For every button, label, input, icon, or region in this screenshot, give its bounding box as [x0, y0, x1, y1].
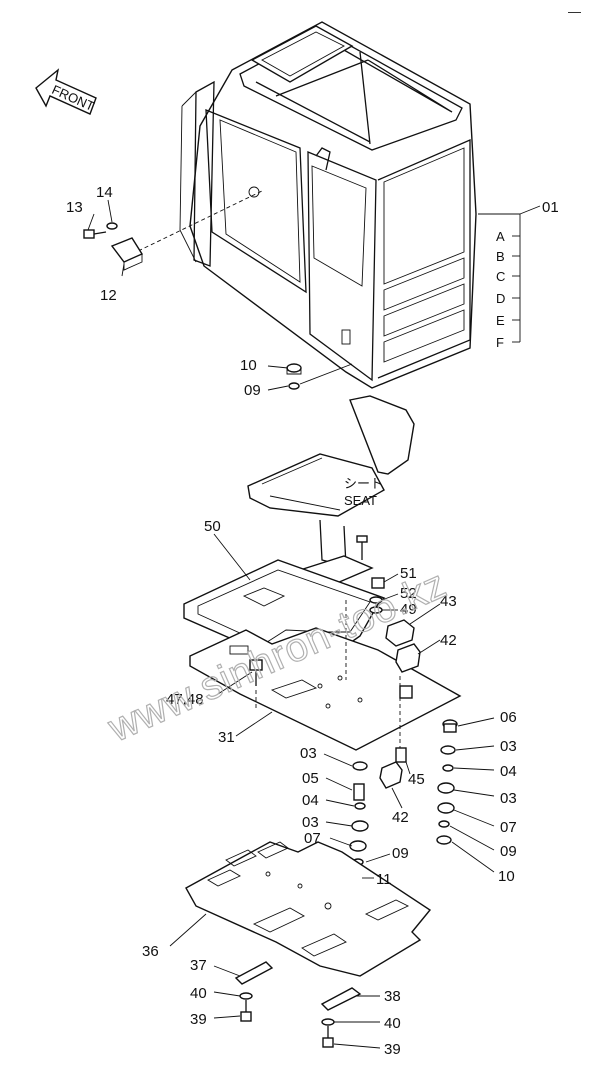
variant-c: C [496, 269, 505, 284]
callout-06: 06 [500, 709, 517, 726]
plate-31 [189, 627, 462, 751]
callout-39-right: 39 [384, 1041, 401, 1058]
washer-40-left [239, 992, 253, 1000]
callout-14: 14 [96, 184, 113, 201]
bolt-47-48 [249, 659, 263, 686]
callout-52: 52 [400, 585, 417, 602]
callout-03-left-1: 03 [300, 745, 317, 762]
washer-09-top [288, 382, 300, 390]
mount-42-upper [395, 643, 421, 673]
rubber-03-right-top [440, 745, 456, 755]
variant-d: D [496, 291, 505, 306]
nut-10-right [436, 835, 452, 845]
cab-assembly [131, 21, 477, 389]
washer-09-right [438, 820, 450, 828]
callout-39-left: 39 [190, 1011, 207, 1028]
front-label: FRONT [50, 82, 97, 114]
mount-42-lower [379, 761, 403, 789]
seat-label-jp: シート [344, 476, 383, 491]
callout-05: 05 [302, 770, 319, 787]
callout-10-top: 10 [240, 357, 257, 374]
bolt-13 [83, 229, 107, 239]
pin-45 [395, 747, 407, 763]
callout-09-right: 09 [500, 843, 517, 860]
callout-09-left: 09 [392, 845, 409, 862]
callout-01: 01 [542, 199, 559, 216]
leader-lines [87, 199, 495, 1049]
callout-49: 49 [400, 601, 417, 618]
washer-07-left [349, 840, 367, 852]
callout-42-upper: 42 [440, 632, 457, 649]
strap-37 [234, 961, 274, 985]
callout-37: 37 [190, 957, 207, 974]
variant-f: F [496, 335, 504, 350]
callout-07-left: 07 [304, 830, 321, 847]
collar-05 [353, 783, 365, 801]
rubber-03-left-bottom [351, 820, 369, 832]
callout-03-right-2: 03 [500, 790, 517, 807]
callout-11: 11 [376, 871, 392, 888]
bolt-39-left [240, 1000, 252, 1022]
strap-38 [320, 987, 362, 1011]
front-arrow-icon: FRONT [35, 68, 97, 115]
seat-label-en: SEAT [344, 493, 377, 508]
variant-b: B [496, 249, 505, 264]
bolt-06 [442, 719, 458, 733]
callout-07-right: 07 [500, 819, 517, 836]
bolt-39-right [322, 1026, 334, 1048]
callout-40-left: 40 [190, 985, 207, 1002]
callout-43: 43 [440, 593, 457, 610]
seat-assembly [247, 395, 415, 587]
washer-04-right [442, 764, 454, 772]
callout-12: 12 [100, 287, 117, 304]
callout-40-right: 40 [384, 1015, 401, 1032]
bracket-12 [110, 237, 144, 271]
mount-43 [385, 619, 415, 647]
callout-42-lower: 42 [392, 809, 409, 826]
callout-04-left: 04 [302, 792, 319, 809]
variant-bracket [478, 205, 541, 343]
callout-10-right: 10 [498, 868, 515, 885]
callout-47-48: 47,48 [166, 691, 204, 708]
corner-mark: — [568, 4, 581, 19]
base-plate-36 [185, 841, 432, 977]
callout-13: 13 [66, 199, 83, 216]
callout-50: 50 [204, 518, 221, 535]
callout-03-left-2: 03 [302, 814, 319, 831]
washer-40-right [321, 1018, 335, 1026]
variant-e: E [496, 313, 505, 328]
callout-31: 31 [218, 729, 235, 746]
callout-38: 38 [384, 988, 401, 1005]
callout-04-right: 04 [500, 763, 517, 780]
callout-45: 45 [408, 771, 425, 788]
callout-36: 36 [142, 943, 159, 960]
rubber-03-right-bottom [437, 782, 455, 794]
callout-51: 51 [400, 565, 417, 582]
bolt-51 [371, 577, 385, 589]
rubber-03-left-top [352, 761, 368, 771]
washer-07-right [437, 802, 455, 814]
washer-14 [106, 222, 118, 230]
washer-04-left [354, 802, 366, 810]
callout-03-right-1: 03 [500, 738, 517, 755]
nut-10-top [286, 363, 302, 375]
callout-09-top: 09 [244, 382, 261, 399]
variant-a: A [496, 229, 505, 244]
